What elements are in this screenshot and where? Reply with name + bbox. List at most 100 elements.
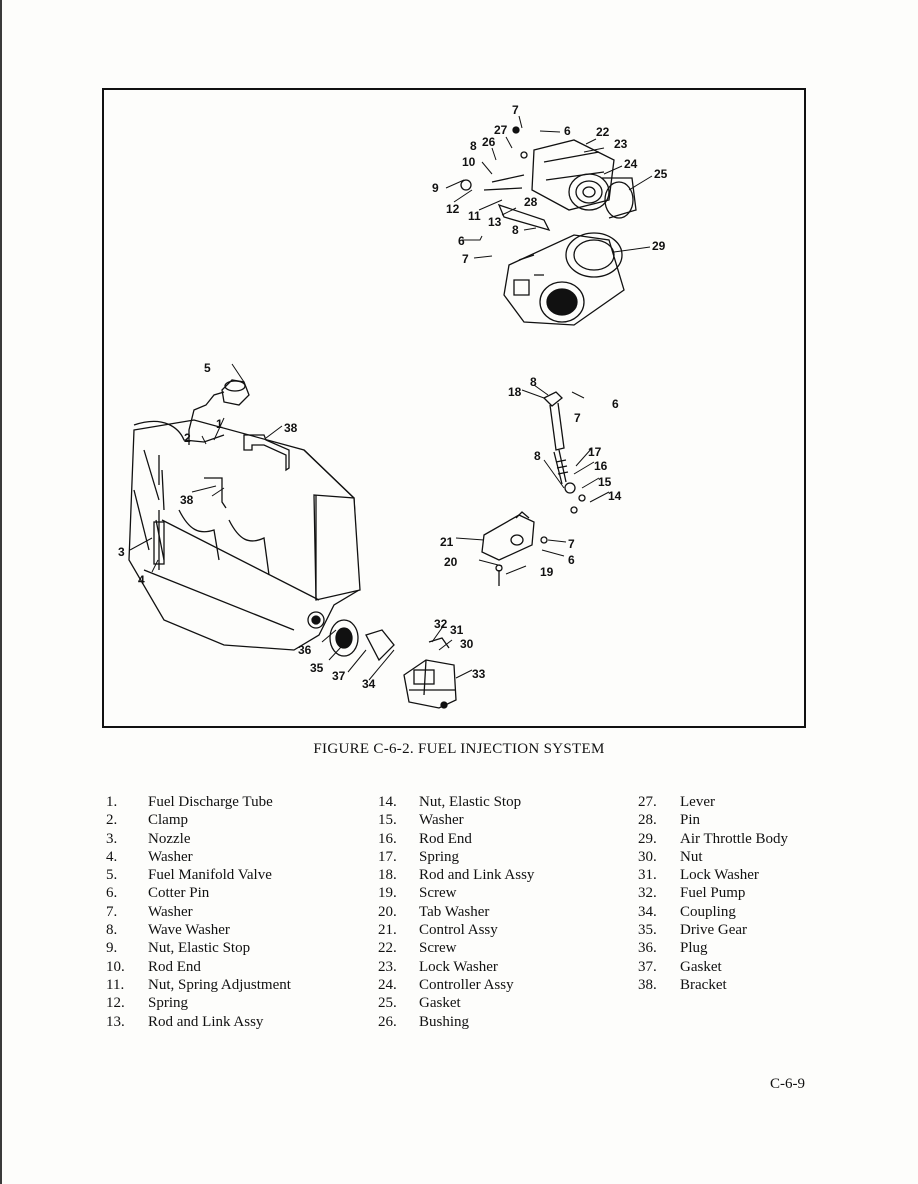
callout-22: 22 [596,125,610,139]
legend-item: 10.Rod End [106,958,291,976]
callout-27: 27 [494,123,508,137]
fuel-manifold-valve-drawing [221,379,250,406]
legend-item-number: 23. [378,958,397,975]
legend-item-number: 36. [638,940,657,957]
leader-lines [129,115,653,681]
legend-item-label: Lock Washer [419,958,498,975]
callout-8c: 8 [530,375,537,389]
legend-item-number: 4. [106,848,118,865]
legend-item: 18.Rod and Link Assy [378,866,534,884]
legend-item: 23. Lock Washer [378,958,534,976]
callout-38: 38 [284,421,298,435]
callout-1: 1 [216,417,223,431]
legend-item-number: 7. [106,903,118,920]
legend-item: 9. Nut, Elastic Stop [106,939,291,957]
legend-item-number: 9. [106,940,118,957]
legend-item-label: Bushing [419,1013,470,1030]
legend-item: 25.Gasket [378,994,534,1012]
callout-38b: 38 [180,493,194,507]
legend-item-label: Nut [680,848,703,865]
legend-item-label: Spring [148,995,189,1012]
legend-item-label: Screw [419,885,457,902]
legend-item-number: 12. [106,995,125,1012]
legend-item-label: Washer [148,848,193,865]
legend-item: 26. Bushing [378,1013,534,1031]
legend-item: 19. Screw [378,884,534,902]
callout-25: 25 [654,167,668,181]
legend-item-label: Pin [680,812,701,829]
legend-item-number: 22. [378,940,397,957]
callout-15: 15 [598,475,612,489]
legend-item: 36.Plug [638,939,788,957]
legend-item: 22. Screw [378,939,534,957]
callout-7d: 7 [568,537,575,551]
drive-gear-drawing [329,619,395,662]
figure-frame: 7 27 6 26 8 22 23 10 24 25 9 28 12 11 13… [102,88,806,728]
legend-item: 14.Nut, Elastic Stop [378,793,534,811]
callout-14: 14 [608,489,622,503]
legend-item-label: Drive Gear [680,922,748,939]
legend-item-number: 26. [378,1013,397,1030]
legend-item: 29.Air Throttle Body [638,830,788,848]
callout-24: 24 [624,157,638,171]
callout-35: 35 [310,661,324,675]
legend-item: 1.Fuel Discharge Tube [106,793,291,811]
legend-item-number: 2. [106,812,118,829]
legend-item-number: 30. [638,848,657,865]
callout-6: 6 [564,124,571,138]
callout-labels: 7 27 6 26 8 22 23 10 24 25 9 28 12 11 13… [118,103,668,691]
fuel-pump-drawing [403,637,457,709]
callout-6c: 6 [612,397,619,411]
callout-6d: 6 [568,553,575,567]
legend-item-number: 20. [378,903,397,920]
callout-2: 2 [184,431,191,445]
fuel-tube-drawing [133,391,225,570]
legend-item-label: Nut, Spring Adjustment [148,976,291,993]
callout-26: 26 [482,135,496,149]
legend-item: 16.Rod End [378,830,534,848]
legend-item-number: 31. [638,867,657,884]
legend-item: 30. Nut [638,848,788,866]
legend-item: 17.Spring [378,848,534,866]
air-throttle-body-drawing [503,232,625,326]
legend-item-label: Screw [419,940,457,957]
legend-item: 20.Tab Washer [378,903,534,921]
legend-item-label: Lock Washer [680,867,759,884]
callout-5: 5 [204,361,211,375]
callout-34: 34 [362,677,376,691]
legend-item: 12. Spring [106,994,291,1012]
callout-7c: 7 [574,411,581,425]
legend-item-number: 19. [378,885,397,902]
legend-item: 21.Control Assy [378,921,534,939]
legend-item-number: 6. [106,885,118,902]
legend-item-label: Nozzle [148,830,191,847]
legend-item-label: Rod End [419,830,472,847]
legend-item-label: Gasket [419,995,461,1012]
legend-item: 34.Coupling [638,903,788,921]
legend-item-number: 35. [638,922,657,939]
legend-item-label: Nut, Elastic Stop [148,940,251,957]
legend-item: 11.Nut, Spring Adjustment [106,976,291,994]
callout-4: 4 [138,573,145,587]
legend-item-label: Coupling [680,903,736,920]
legend-item: 37.Gasket [638,958,788,976]
legend-item: 13.Rod and Link Assy [106,1013,291,1031]
legend-item: 8.Wave Washer [106,921,291,939]
callout-10: 10 [462,155,476,169]
callout-31: 31 [450,623,464,637]
legend-item-number: 3. [106,830,118,847]
legend-item: 6.Cotter Pin [106,884,291,902]
page-number: C-6-9 [770,1076,805,1092]
legend-item-number: 37. [638,958,657,975]
legend-item: 35. Drive Gear [638,921,788,939]
callout-9: 9 [432,181,439,195]
callout-36: 36 [298,643,312,657]
legend-item: 27.Lever [638,793,788,811]
legend-item: 31. Lock Washer [638,866,788,884]
legend-item-number: 24. [378,976,397,993]
legend-item-label: Fuel Manifold Valve [148,867,272,884]
legend-item-label: Controller Assy [419,976,514,993]
